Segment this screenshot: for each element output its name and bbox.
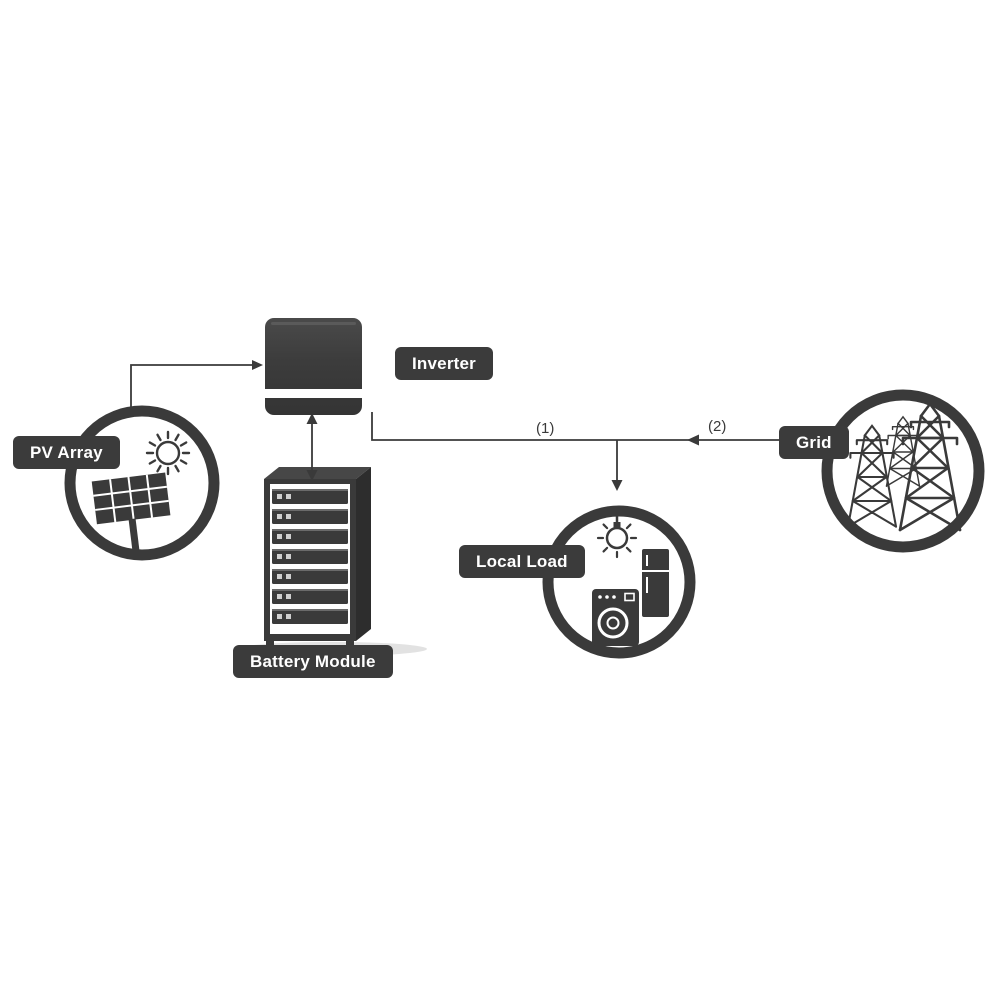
connector-inverter-battery-double-arrow: [306, 413, 318, 481]
grid-label: Grid: [779, 426, 849, 459]
connector-pv-to-inverter: [130, 360, 263, 408]
local-load-label: Local Load: [459, 545, 585, 578]
inverter-front-stripe: [265, 389, 362, 398]
washing-machine-icon: [592, 589, 639, 646]
battery-module-label: Battery Module: [233, 645, 393, 678]
battery-rack-icon: [264, 467, 371, 647]
pv-array-label: PV Array: [13, 436, 120, 469]
inverter-label: Inverter: [395, 347, 493, 380]
connector-inverter-to-grid-bus: [371, 412, 812, 446]
inverter-top-highlight: [271, 322, 356, 325]
inverter-device: [265, 318, 362, 415]
sun-icon: [145, 430, 191, 476]
path-1-annotation: (1): [536, 420, 555, 437]
path-2-annotation: (2): [708, 418, 727, 435]
solar-panel-icon: [91, 472, 171, 553]
connector-bus-to-local-load: [611, 440, 623, 491]
refrigerator-icon: [642, 549, 669, 617]
light-bulb-icon: [596, 511, 638, 559]
